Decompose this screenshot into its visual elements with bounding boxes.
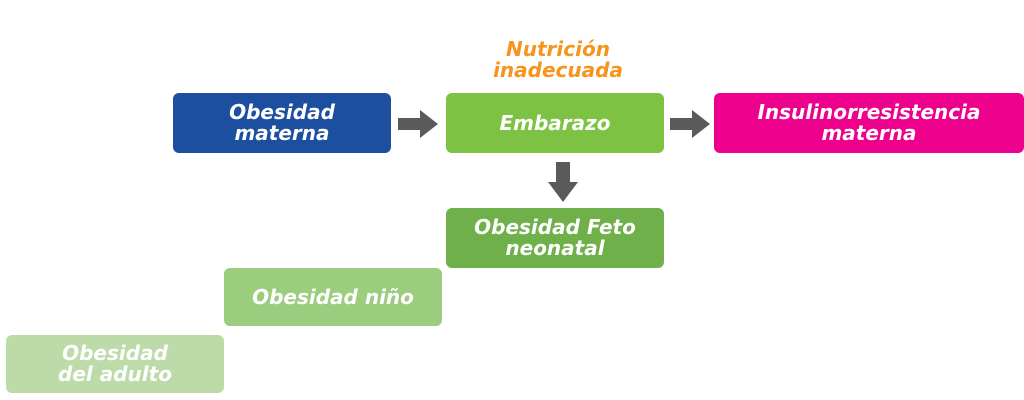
node-obesidad-del-adulto: Obesidad del adulto	[6, 335, 224, 393]
node-feto-neonatal-line-1: Obesidad Feto	[474, 215, 636, 239]
arrow-right-icon	[398, 110, 438, 138]
arrow-down-icon	[548, 162, 578, 202]
node-embarazo: Embarazo	[446, 93, 664, 153]
node-adulto-line-2: del adulto	[58, 362, 172, 386]
node-insulinorresistencia-line-2: materna	[821, 121, 917, 145]
node-obesidad-nino: Obesidad niño	[224, 268, 442, 326]
node-feto-neonatal-line-2: neonatal	[505, 236, 605, 260]
node-embarazo-line-1: Embarazo	[499, 110, 611, 135]
node-obesidad-materna: Obesidad materna	[173, 93, 391, 153]
nutricion-inadecuada-label: Nutrición inadecuada	[470, 39, 646, 81]
annotation-line-1: Nutrición	[506, 37, 610, 61]
node-obesidad-feto-neonatal: Obesidad Feto neonatal	[446, 208, 664, 268]
node-adulto-line-1: Obesidad	[62, 341, 168, 365]
node-obesidad-materna-line-1: Obesidad	[229, 100, 335, 124]
node-insulinorresistencia-materna: Insulinorresistencia materna	[714, 93, 1024, 153]
node-nino-line-1: Obesidad niño	[252, 284, 414, 309]
node-obesidad-materna-line-2: materna	[234, 121, 330, 145]
arrow-right-icon	[670, 110, 710, 138]
annotation-line-2: inadecuada	[493, 58, 623, 82]
node-insulinorresistencia-line-1: Insulinorresistencia	[757, 100, 981, 124]
